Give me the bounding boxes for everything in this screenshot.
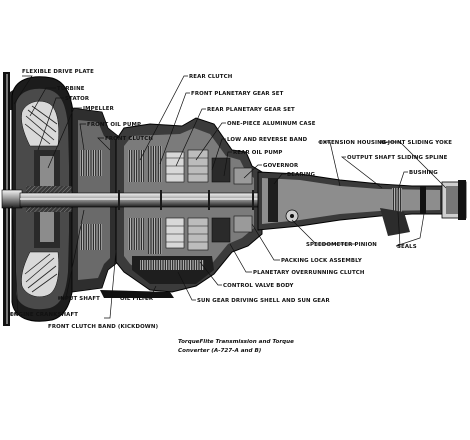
caption-line-1: TorqueFlite Transmission and Torque xyxy=(178,339,294,345)
leader-lines xyxy=(10,75,447,319)
transmission-illustration xyxy=(1,72,467,326)
label-bushing: BUSHING xyxy=(409,170,438,176)
label-output-shaft-spline: OUTPUT SHAFT SLIDING SPLINE xyxy=(347,155,448,161)
label-rear-oil-pump: REAR OIL PUMP xyxy=(233,150,283,156)
label-packing-lock: PACKING LOCK ASSEMBLY xyxy=(281,258,362,264)
label-seals: SEALS xyxy=(397,244,417,250)
label-stator: STATOR xyxy=(65,96,90,102)
label-front-planetary: FRONT PLANETARY GEAR SET xyxy=(191,91,284,97)
label-oil-filter: OIL FILTER xyxy=(120,296,154,302)
label-engine-crankshaft: ENGINE CRANKSHAFT xyxy=(10,312,78,318)
rear-mount-art xyxy=(380,208,410,236)
caption-line-2: Converter (A-727-A and B) xyxy=(178,348,262,354)
label-front-clutch: FRONT CLUTCH xyxy=(105,136,153,142)
label-speedometer-pinion: SPEEDOMETER PINION xyxy=(306,242,377,248)
u-joint-yoke-art xyxy=(441,180,467,220)
label-aluminum-case: ONE-PIECE ALUMINUM CASE xyxy=(227,121,316,127)
label-front-oil-pump: FRONT OIL PUMP xyxy=(87,122,141,128)
label-rear-planetary: REAR PLANETARY GEAR SET xyxy=(207,107,295,113)
label-input-shaft: INPUT SHAFT xyxy=(58,296,100,302)
label-turbine: TURBINE xyxy=(57,86,85,92)
label-front-clutch-band: FRONT CLUTCH BAND (KICKDOWN) xyxy=(48,324,158,330)
label-extension-housing: EXTENSION HOUSING xyxy=(319,140,387,146)
label-sun-gear: SUN GEAR DRIVING SHELL AND SUN GEAR xyxy=(197,298,330,304)
label-governor: GOVERNOR xyxy=(263,163,299,169)
label-rear-clutch: REAR CLUTCH xyxy=(189,74,233,80)
callout-labels: FLEXIBLE DRIVE PLATE TURBINE STATOR IMPE… xyxy=(10,69,452,330)
label-overrunning-clutch: PLANETARY OVERRUNNING CLUTCH xyxy=(253,270,365,276)
label-control-valve-body: CONTROL VALVE BODY xyxy=(223,283,294,289)
label-bearing: BEARING xyxy=(287,172,316,178)
label-low-reverse-band: LOW AND REVERSE BAND xyxy=(227,137,308,143)
extension-housing-art xyxy=(257,171,449,231)
figure-caption: TorqueFlite Transmission and Torque Conv… xyxy=(178,339,294,354)
label-u-joint-yoke: U-JOINT SLIDING YOKE xyxy=(381,140,452,146)
label-flexible-drive-plate: FLEXIBLE DRIVE PLATE xyxy=(22,69,94,75)
main-case-art xyxy=(100,117,263,298)
label-impeller: IMPELLER xyxy=(83,106,115,112)
